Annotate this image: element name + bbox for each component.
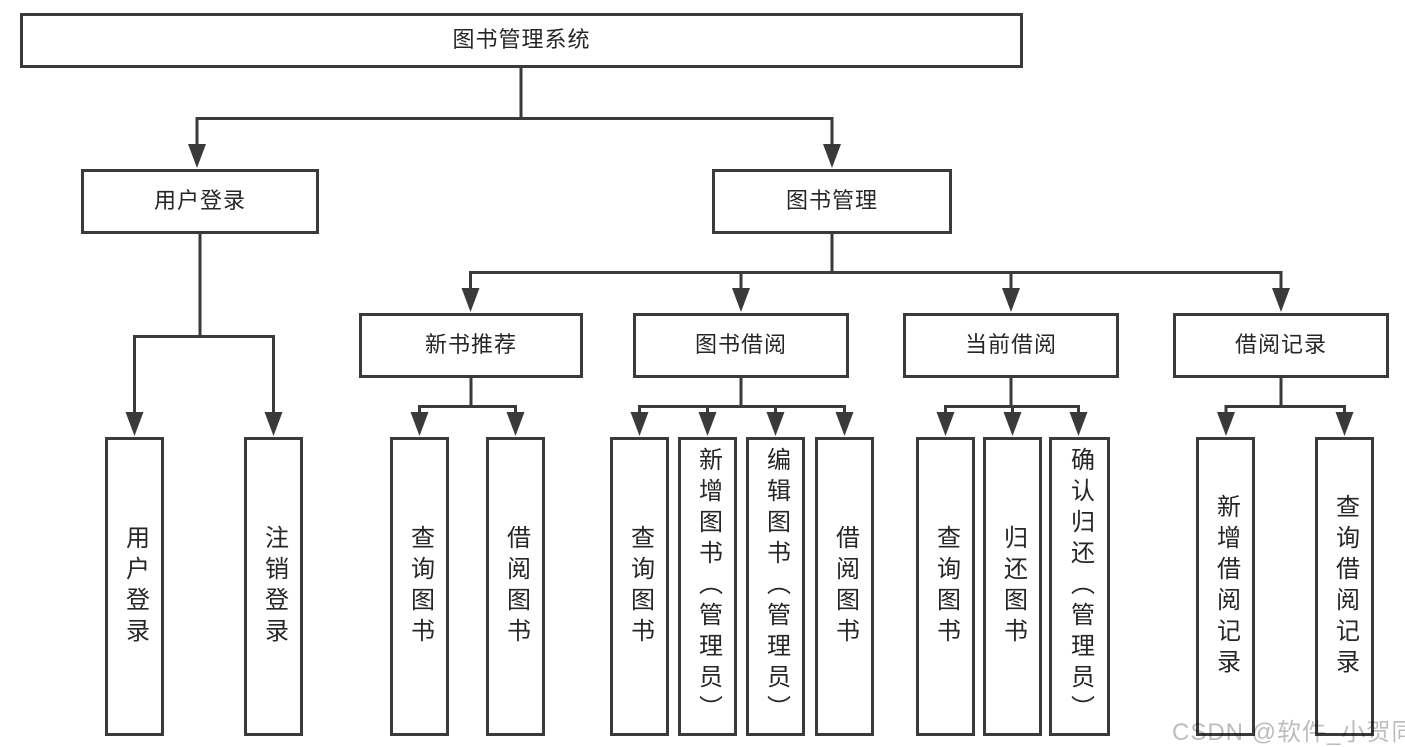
node-label: 当前借阅 bbox=[964, 332, 1057, 358]
node-label: 图书管理 bbox=[785, 188, 878, 214]
node-user-login: 用户登录 bbox=[81, 169, 319, 234]
node-borrowing-records: 借阅记录 bbox=[1173, 313, 1389, 378]
leaf-query-borrow-record: 查询借阅记录 bbox=[1315, 437, 1374, 736]
node-label: 图书管理系统 bbox=[452, 27, 591, 53]
node-label: 用户登录 bbox=[121, 524, 149, 649]
node-new-book-recommendation: 新书推荐 bbox=[359, 313, 583, 378]
node-label: 新书推荐 bbox=[424, 332, 517, 358]
node-label: 注销登录 bbox=[260, 524, 288, 649]
node-label: 借阅图书 bbox=[502, 524, 530, 649]
node-book-borrowing: 图书借阅 bbox=[633, 313, 849, 378]
leaf-confirm-return-admin: 确认归还（管理员） bbox=[1049, 437, 1110, 736]
node-label: 用户登录 bbox=[153, 188, 246, 214]
node-label: 编辑图书（管理员） bbox=[762, 447, 790, 726]
leaf-user-login: 用户登录 bbox=[105, 437, 164, 736]
leaf-query-books-current: 查询图书 bbox=[916, 437, 975, 736]
watermark: CSDN @软件_小贺同学 bbox=[1172, 719, 1405, 746]
node-label: 查询借阅记录 bbox=[1331, 493, 1359, 680]
node-label: 借阅图书 bbox=[831, 524, 859, 649]
node-label: 查询图书 bbox=[406, 524, 434, 649]
node-label: 新增借阅记录 bbox=[1212, 493, 1240, 680]
node-label: 图书借阅 bbox=[694, 332, 787, 358]
node-label: 归还图书 bbox=[999, 524, 1027, 649]
leaf-borrow-books-recommend: 借阅图书 bbox=[486, 437, 545, 736]
leaf-edit-book-admin: 编辑图书（管理员） bbox=[746, 437, 805, 736]
leaf-query-books-recommend: 查询图书 bbox=[390, 437, 449, 736]
leaf-add-borrow-record: 新增借阅记录 bbox=[1196, 437, 1255, 736]
leaf-logout: 注销登录 bbox=[244, 437, 303, 736]
node-label: 确认归还（管理员） bbox=[1066, 447, 1094, 726]
leaf-query-books-borrowing: 查询图书 bbox=[610, 437, 669, 736]
node-label: 查询图书 bbox=[626, 524, 654, 649]
leaf-return-books: 归还图书 bbox=[983, 437, 1042, 736]
node-current-borrowing: 当前借阅 bbox=[903, 313, 1119, 378]
node-label: 查询图书 bbox=[932, 524, 960, 649]
node-label: 新增图书（管理员） bbox=[694, 447, 722, 726]
node-label: 借阅记录 bbox=[1234, 332, 1327, 358]
leaf-add-book-admin: 新增图书（管理员） bbox=[678, 437, 737, 736]
node-book-management: 图书管理 bbox=[712, 169, 952, 234]
node-library-management-system: 图书管理系统 bbox=[20, 13, 1023, 68]
leaf-borrow-books-borrowing: 借阅图书 bbox=[815, 437, 874, 736]
